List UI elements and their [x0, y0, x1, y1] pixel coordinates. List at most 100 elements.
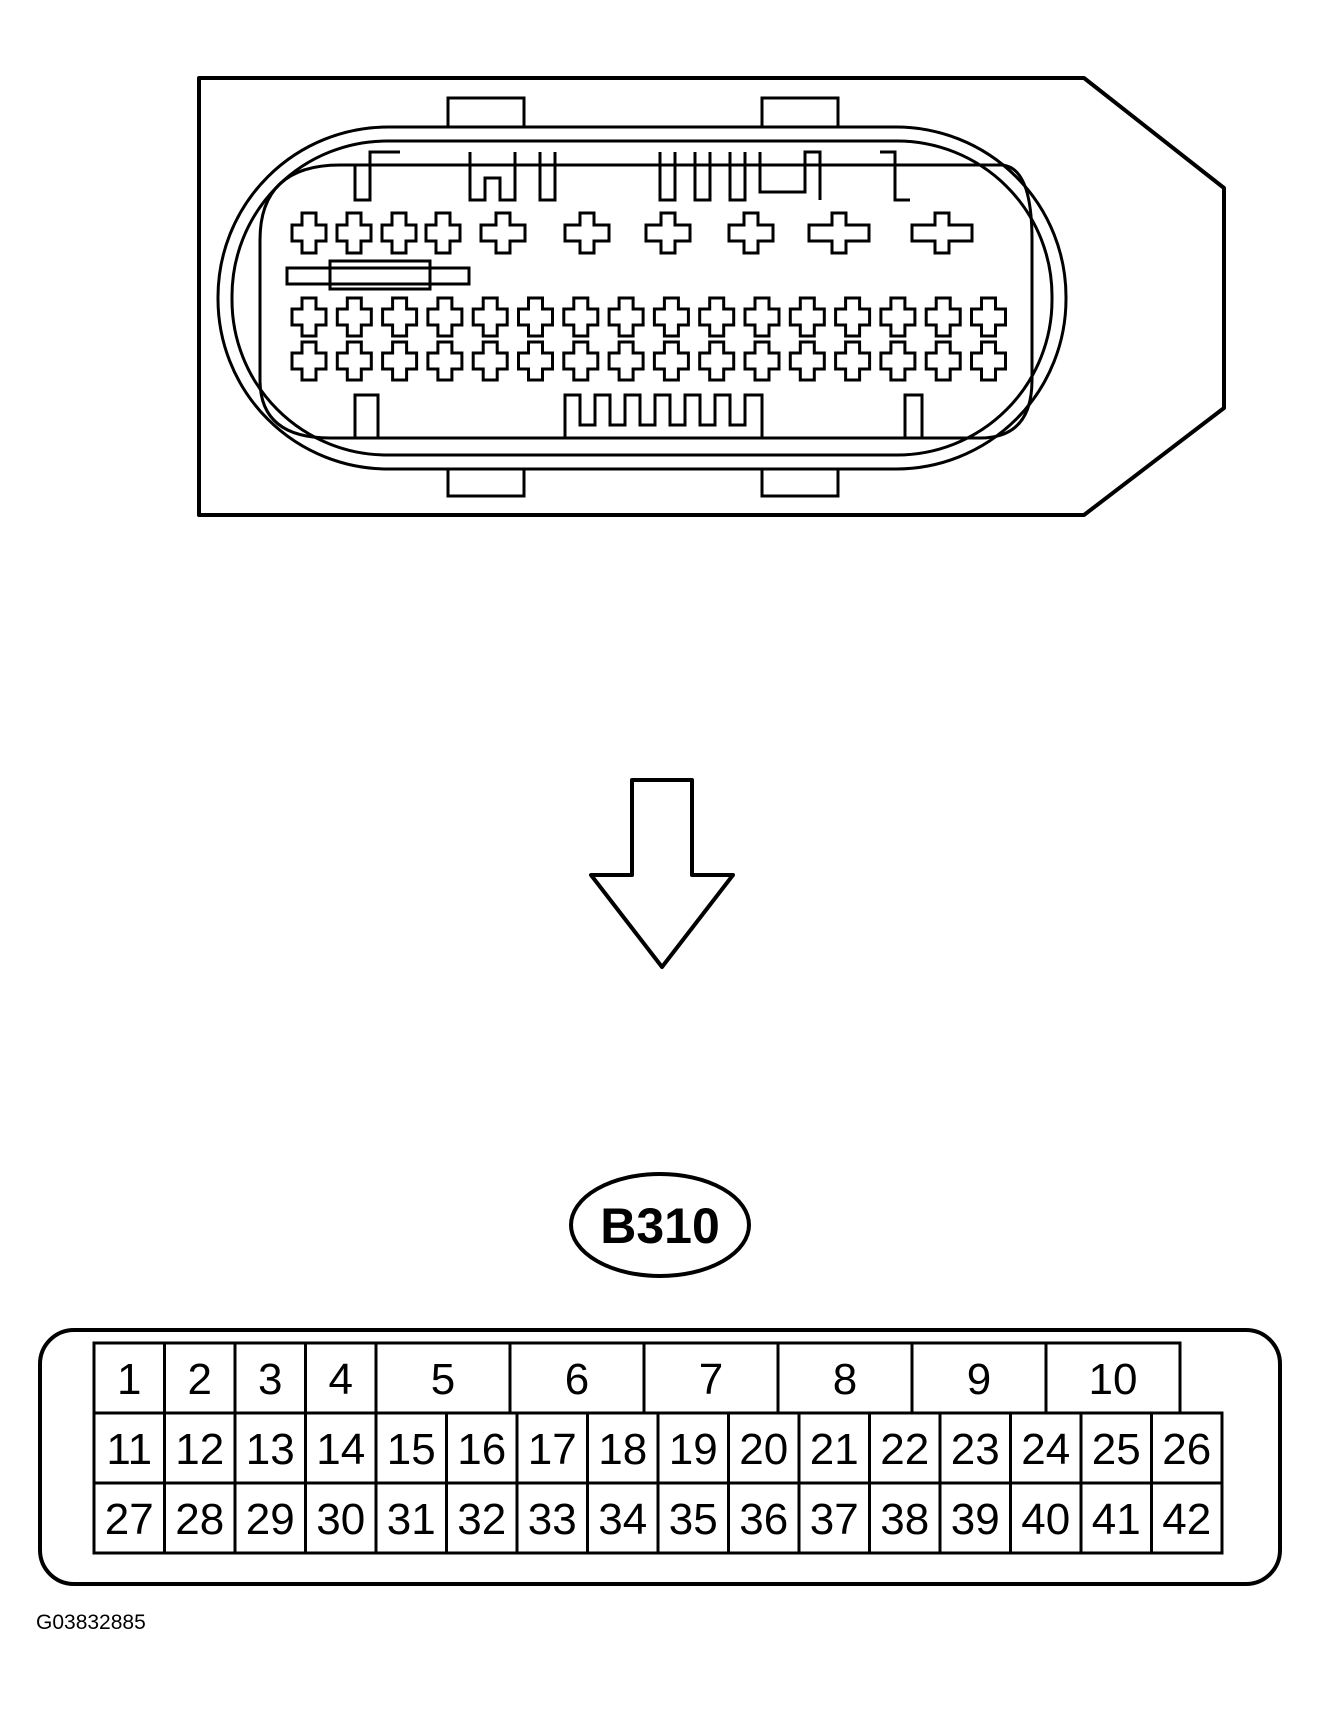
cavity-row3-3 [381, 340, 419, 382]
cavity-row2-4 [426, 296, 464, 338]
pin-16-label: 16 [457, 1425, 506, 1474]
pin-18-label: 18 [598, 1425, 647, 1474]
pin-31-label: 31 [387, 1495, 436, 1544]
pin-6-label: 6 [565, 1355, 589, 1404]
connector-seal-outer [216, 125, 1068, 471]
figure-id: G03832885 [36, 1611, 146, 1634]
pin-41-label: 41 [1092, 1495, 1141, 1544]
cavity-row3-13 [834, 340, 872, 382]
cavity-row1-6 [563, 211, 611, 255]
pin-14-label: 14 [316, 1425, 365, 1474]
cavity-row1-4 [424, 211, 462, 255]
pinout-frame [38, 1328, 1282, 1586]
pin-31-cell [374, 1481, 448, 1555]
cavity-row2-11 [743, 296, 781, 338]
cavity-row2-2 [335, 296, 373, 338]
cavity-row3-4 [426, 340, 464, 382]
pin-38-label: 38 [880, 1495, 929, 1544]
pin-5-cell [374, 1341, 512, 1415]
cavity-row1-3 [380, 211, 418, 255]
pin-32-label: 32 [457, 1495, 506, 1544]
cavity-row3-11 [743, 340, 781, 382]
pin-35-label: 35 [669, 1495, 718, 1544]
pin-37-label: 37 [810, 1495, 859, 1544]
pin-3-cell [233, 1341, 307, 1415]
cavity-row3-15 [924, 340, 962, 382]
pin-39-label: 39 [951, 1495, 1000, 1544]
pin-28-cell [163, 1481, 237, 1555]
connector-face-drawing [197, 76, 1226, 517]
cavity-row2-7 [562, 296, 600, 338]
pin-21-label: 21 [810, 1425, 859, 1474]
pin-37-cell [797, 1481, 871, 1555]
terminal-cavities [290, 211, 1007, 382]
pin-38-cell [868, 1481, 942, 1555]
cavity-row1-10 [910, 211, 974, 255]
latch-tab-bottom-left [446, 467, 526, 498]
pin-5-label: 5 [431, 1355, 455, 1404]
pin-30-cell [304, 1481, 378, 1555]
pin-22-label: 22 [880, 1425, 929, 1474]
pin-28-label: 28 [175, 1495, 224, 1544]
pin-34-cell [586, 1481, 660, 1555]
pin-3-label: 3 [258, 1355, 282, 1404]
connector-id-ellipse [569, 1172, 751, 1278]
pin-11-cell [92, 1411, 166, 1485]
pin-21-cell [797, 1411, 871, 1485]
cavity-row3-1 [290, 340, 328, 382]
pin-10-label: 10 [1089, 1355, 1138, 1404]
cavity-row2-6 [517, 296, 554, 338]
cavity-row1-7 [644, 211, 692, 255]
cavity-row3-5 [471, 340, 509, 382]
cavity-row1-2 [335, 211, 373, 255]
pin-26-cell [1150, 1411, 1224, 1485]
pin-8-cell [776, 1341, 914, 1415]
cavity-row2-3 [381, 296, 419, 338]
pin-39-cell [938, 1481, 1012, 1555]
bottom-keying-ribs [353, 393, 924, 438]
latch-tab-bottom-right [760, 467, 840, 498]
cavity-row2-8 [607, 296, 645, 338]
latch-tab-top-left [446, 96, 526, 129]
pin-42-cell [1150, 1481, 1224, 1555]
cavity-row2-9 [652, 296, 690, 338]
pin-30-label: 30 [316, 1495, 365, 1544]
cavity-row3-6 [517, 340, 554, 382]
pin-40-label: 40 [1021, 1495, 1070, 1544]
cavity-row3-12 [788, 340, 826, 382]
pin-29-label: 29 [246, 1495, 295, 1544]
pin-33-label: 33 [528, 1495, 577, 1544]
cavity-row1-8 [727, 211, 775, 255]
pin-42-label: 42 [1162, 1495, 1211, 1544]
cavity-row2-15 [924, 296, 962, 338]
cavity-row2-13 [834, 296, 872, 338]
pin-18-cell [586, 1411, 660, 1485]
cavity-row2-10 [698, 296, 736, 338]
pin-17-label: 17 [528, 1425, 577, 1474]
pin-23-label: 23 [951, 1425, 1000, 1474]
pin-1-label: 1 [117, 1355, 141, 1404]
cavity-row1-1 [290, 211, 328, 255]
cavity-row1-9 [807, 211, 871, 255]
cavity-row3-10 [698, 340, 736, 382]
pin-12-label: 12 [175, 1425, 224, 1474]
cavity-row3-16 [970, 340, 1007, 382]
pin-13-label: 13 [246, 1425, 295, 1474]
pin-7-label: 7 [699, 1355, 723, 1404]
pin-25-label: 25 [1092, 1425, 1141, 1474]
pin-34-label: 34 [598, 1495, 647, 1544]
cavity-row3-8 [607, 340, 645, 382]
pin-17-cell [515, 1411, 589, 1485]
pin-27-cell [92, 1481, 166, 1555]
connector-inner-body [258, 163, 1034, 440]
connector-id-label: B310 [600, 1198, 720, 1254]
pin-26-label: 26 [1162, 1425, 1211, 1474]
pin-4-label: 4 [329, 1355, 353, 1404]
latch-tab-top-right [760, 96, 840, 129]
pin-11-label: 11 [106, 1425, 152, 1474]
cavity-row2-12 [788, 296, 826, 338]
pin-9-label: 9 [967, 1355, 991, 1404]
